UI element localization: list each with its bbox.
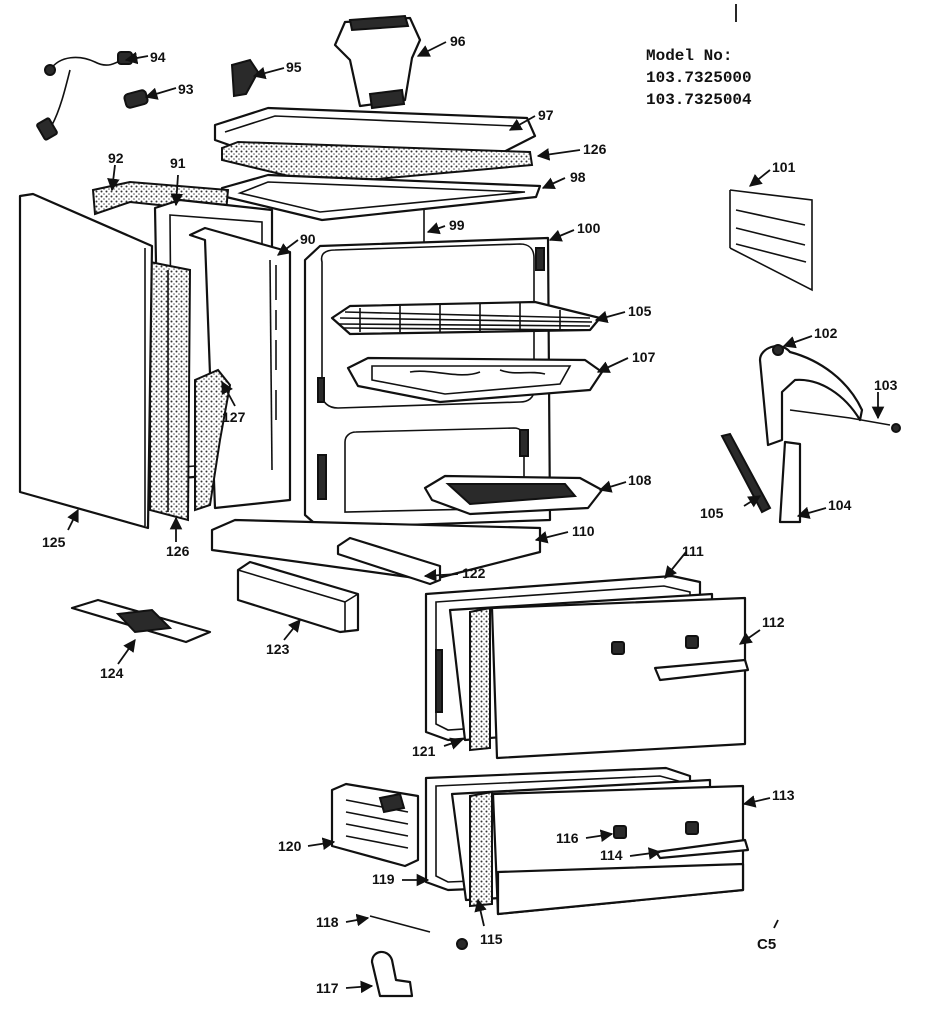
callout-92: 92 — [108, 150, 124, 166]
callout-124: 124 — [100, 665, 124, 681]
callout-99: 99 — [449, 217, 465, 233]
heat-shield-part — [194, 368, 232, 512]
burner-bracket-part — [336, 536, 442, 586]
burner-box-part — [236, 560, 360, 634]
callout-104: 104 — [828, 497, 852, 513]
callout-113: 113 — [772, 787, 795, 803]
leader-lines — [67, 41, 885, 994]
corner-tick — [773, 919, 779, 929]
terminal-block-part — [123, 89, 149, 109]
model-number-1: 103.7325000 — [646, 69, 752, 87]
broiler-grid-part — [423, 474, 604, 516]
callout-109: 108 — [628, 472, 652, 488]
callout-91: 91 — [170, 155, 186, 171]
rack-support-part — [729, 189, 813, 292]
callout-127: 127 — [222, 409, 246, 425]
callout-126-side: 126 — [166, 543, 190, 559]
part-callouts: 94 93 95 96 97 126 98 99 100 92 91 90 10… — [42, 33, 898, 996]
callout-112: 112 — [762, 614, 785, 630]
drawer-clip-part — [370, 950, 414, 998]
callout-103: 103 — [874, 377, 898, 393]
callout-117: 117 — [316, 980, 339, 996]
broiler-pan-part — [346, 356, 604, 404]
lower-drawer-assembly — [330, 766, 750, 916]
callout-105: 105 — [700, 505, 724, 521]
callout-110: 110 — [572, 523, 595, 539]
callout-122: 122 — [462, 565, 486, 581]
callout-119: 119 — [372, 871, 395, 887]
callout-100: 100 — [577, 220, 601, 236]
callout-121: 121 — [412, 743, 436, 759]
door-hinge-part — [758, 344, 901, 447]
power-cord-part — [36, 51, 133, 141]
hinge-bracket-part — [778, 440, 802, 524]
callout-93: 93 — [178, 81, 194, 97]
side-insulation-part — [149, 260, 192, 522]
top-handle-part — [333, 14, 422, 110]
top-trim-strip-part — [221, 140, 534, 186]
callout-108: 107 — [632, 349, 656, 365]
corner-mark: C5 — [757, 936, 777, 953]
callout-126-top: 126 — [583, 141, 607, 157]
model-number-2: 103.7325004 — [646, 91, 752, 109]
callout-123: 123 — [266, 641, 290, 657]
upper-door-assembly — [424, 574, 750, 760]
callout-125: 125 — [42, 534, 66, 550]
oven-rack-part — [330, 300, 602, 336]
callout-114: 114 — [600, 847, 623, 863]
callout-102: 102 — [814, 325, 838, 341]
bracket-clip-part — [230, 58, 260, 98]
callout-120: 120 — [278, 838, 302, 854]
side-panel-part — [18, 192, 154, 530]
callout-118: 118 — [316, 914, 339, 930]
callout-95: 95 — [286, 59, 302, 75]
callout-97: 97 — [538, 107, 554, 123]
model-heading: Model No: — [646, 47, 733, 65]
callout-96: 96 — [450, 33, 466, 49]
callout-107: 105 — [628, 303, 652, 319]
callout-90: 90 — [300, 231, 316, 247]
bottom-tray-part — [70, 598, 212, 644]
callout-116: 115 — [480, 931, 503, 947]
parts-group — [18, 14, 901, 998]
callout-98: 98 — [570, 169, 586, 185]
drawer-rod-part — [369, 915, 468, 950]
callout-101: 101 — [772, 159, 796, 175]
hinge-spring-part — [720, 432, 772, 514]
callout-94: 94 — [150, 49, 166, 65]
callout-111: 111 — [682, 543, 704, 559]
model-number-block: Model No: 103.7325000 103.7325004 — [646, 45, 752, 111]
callout-115: 116 — [556, 830, 579, 846]
